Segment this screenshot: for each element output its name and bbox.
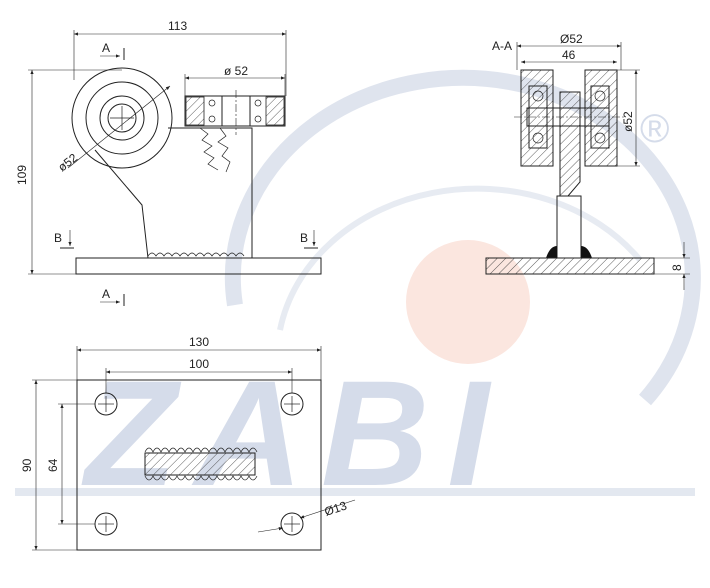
dim-13-label: Ø13 [323, 498, 349, 518]
section-wheel-left [520, 69, 554, 167]
section-view: A-A Ø52 46 ø52 [485, 32, 690, 290]
dim-90-label: 90 [20, 458, 34, 472]
side-view: 113 ø 52 109 ø52 A A B B [15, 19, 322, 306]
section-a-top-label: A [102, 41, 110, 55]
plate-hole [280, 512, 304, 536]
plate-outline [76, 379, 322, 551]
dim-wheel-label: ø52 [55, 150, 80, 174]
side-roller-ball [254, 99, 262, 107]
side-roller-knurl-left [185, 96, 205, 126]
dim-side52-label: ø52 [621, 111, 635, 132]
section-web [559, 91, 581, 197]
side-roller-ball [254, 115, 262, 123]
section-ball [594, 132, 606, 144]
side-roller-ball [208, 115, 216, 123]
section-wheel-right [584, 69, 618, 167]
dim-13-leader [299, 499, 356, 519]
dim-s52-label: Ø52 [560, 32, 583, 46]
dim-100-label: 100 [189, 357, 209, 371]
side-roller-knurl-right [265, 96, 285, 126]
plate-hole [94, 392, 118, 416]
section-a-bottom-label: A [102, 287, 110, 301]
plate-hole [280, 392, 304, 416]
section-view-label: A-A [492, 39, 512, 53]
section-b-left-label: B [54, 231, 62, 245]
dim-13-leader-left [257, 527, 284, 533]
side-wheel-ring [85, 81, 159, 155]
dim-130-label: 130 [189, 335, 209, 349]
side-base-plate [75, 257, 322, 275]
plate-weld-bar [144, 452, 256, 476]
dim-wheel-line [67, 85, 171, 169]
section-base-plate [485, 257, 655, 275]
side-weld-base [147, 252, 245, 257]
section-ball [532, 90, 544, 102]
dim-8-label: 8 [670, 264, 684, 271]
dim-46-label: 46 [562, 48, 576, 62]
watermark-registered: ® [640, 107, 669, 151]
section-weld-right [581, 246, 592, 258]
plate-view: 130 100 90 64 Ø13 [20, 335, 356, 551]
dim-109-label: 109 [15, 165, 29, 185]
watermark-underline [15, 488, 695, 496]
dim-64-label: 64 [46, 458, 60, 472]
side-roller-ball [208, 99, 216, 107]
section-ball [532, 132, 544, 144]
plate-hole [94, 512, 118, 536]
plate-weld-top [144, 447, 258, 453]
side-weld-vertical [199, 127, 231, 173]
side-wheel-bearing [99, 95, 145, 141]
section-ball [594, 90, 606, 102]
section-b-right-label: B [300, 231, 308, 245]
section-weld-left [546, 246, 557, 258]
side-bracket-outline [94, 127, 253, 259]
side-wheel-outer [71, 67, 173, 169]
dim-roller-label: ø 52 [224, 64, 248, 78]
side-wheel-hub [107, 103, 137, 133]
plate-weld-bottom [144, 475, 258, 481]
dim-113-label: 113 [168, 19, 187, 33]
